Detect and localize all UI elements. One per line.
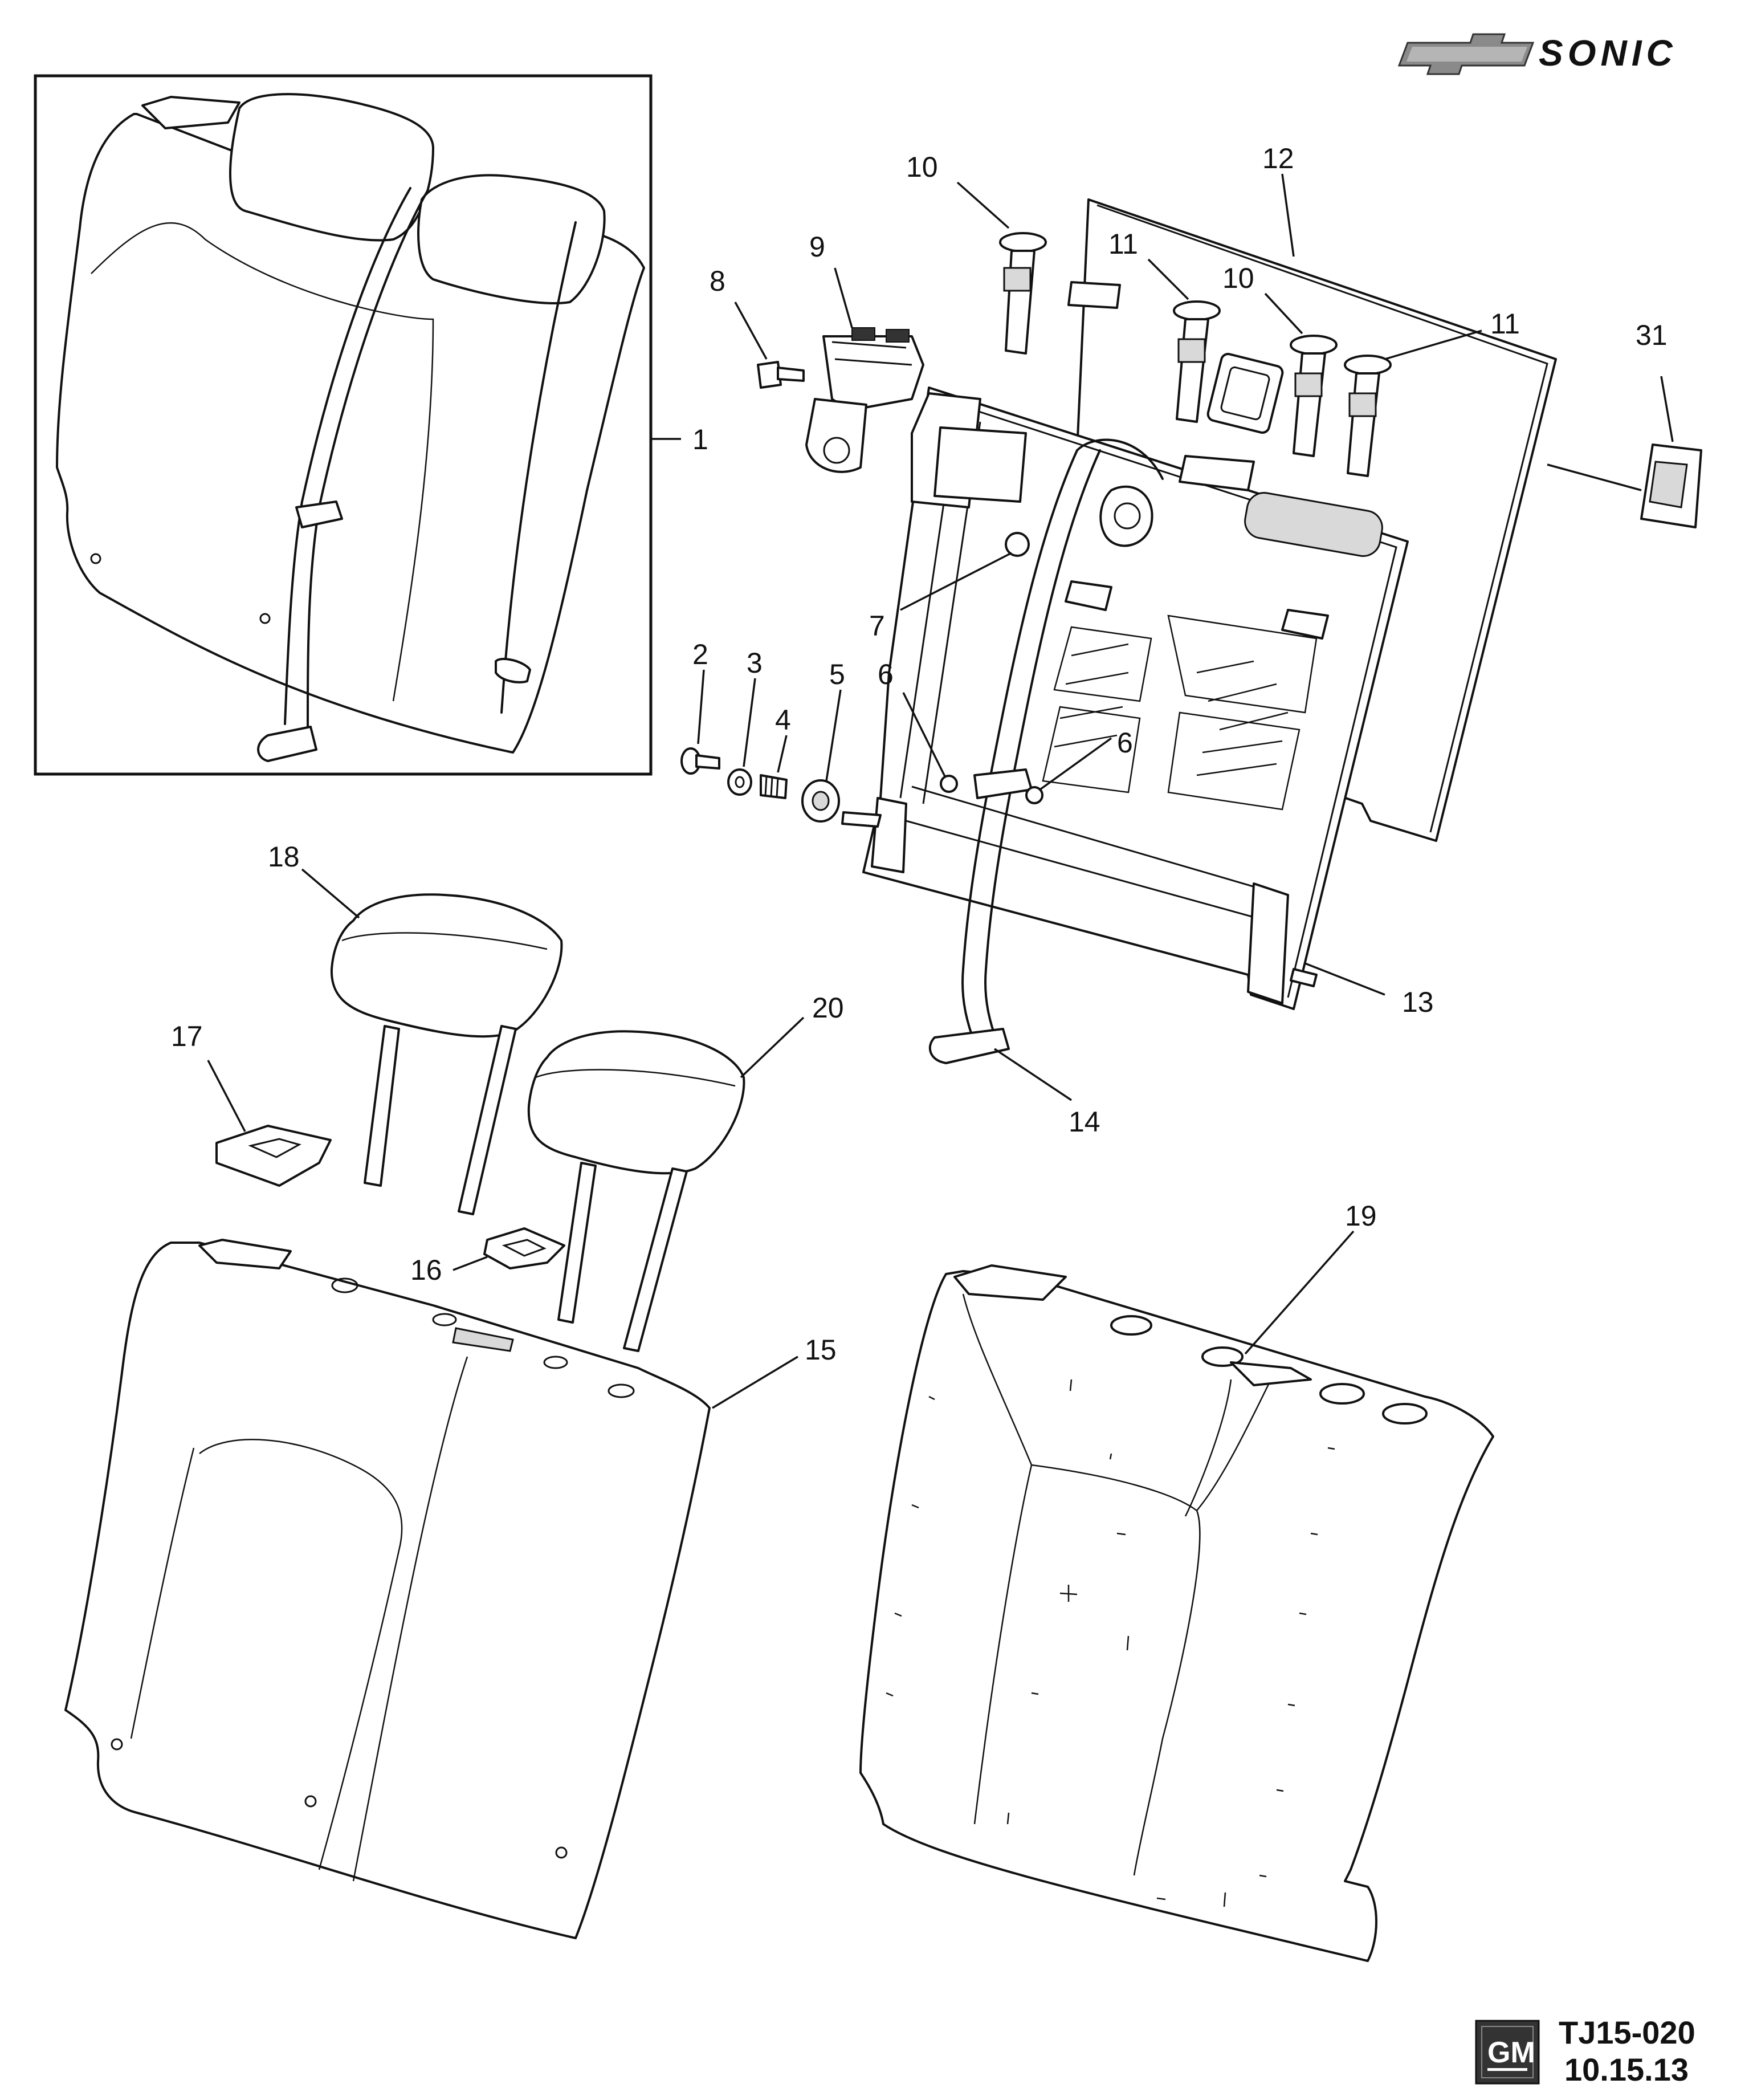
callout-5: 5: [829, 658, 845, 690]
brand-text: SONIC: [1539, 32, 1677, 74]
headrest-right: [527, 1030, 745, 1352]
seat-back-cover: [64, 1239, 711, 1939]
leader-3: [743, 678, 756, 767]
leader-6b: [1039, 737, 1112, 791]
gm-logo: GM: [1475, 2020, 1540, 2085]
leader-16: [712, 1356, 798, 1409]
bolt: [757, 361, 805, 389]
pivot-bolt: [680, 747, 720, 775]
belt-guide-clip-left: [940, 775, 958, 793]
clip: [1640, 443, 1702, 528]
headrest-bezel-outer: [215, 1125, 332, 1187]
seat-belt: [928, 438, 1164, 1064]
headrest-left: [330, 893, 563, 1215]
spring: [760, 774, 788, 799]
callout-6a: 6: [878, 658, 894, 690]
headrest-bezel-inner: [483, 1227, 565, 1269]
callout-1: 1: [692, 424, 708, 455]
chevrolet-bowtie-icon: [1397, 33, 1535, 75]
leader-11a: [1147, 258, 1189, 300]
callout-4: 4: [775, 704, 791, 736]
leader-6a: [902, 692, 946, 777]
callout-16: 15: [805, 1334, 837, 1366]
callout-2: 2: [692, 638, 708, 670]
leader-31: [1660, 376, 1674, 442]
callout-6b: 6: [1117, 727, 1133, 759]
leader-10a: [956, 181, 1010, 229]
leader-8: [734, 302, 768, 360]
leader-19: [301, 868, 360, 919]
seat-back-pad: [859, 1264, 1494, 1962]
callout-18: 17: [171, 1020, 203, 1052]
callout-31: 31: [1636, 319, 1668, 351]
callout-10a: 10: [906, 151, 938, 183]
headrest-guide-left-outer: [999, 232, 1047, 355]
callout-14: 14: [1069, 1106, 1100, 1138]
leader-15: [1244, 1230, 1355, 1355]
callout-20: 20: [812, 992, 844, 1024]
headrest-guide-right-outer: [1290, 335, 1338, 457]
diagram-date: 10.15.13: [1564, 2052, 1689, 2087]
leader-20: [740, 1016, 805, 1079]
leader-12: [1281, 173, 1295, 257]
callout-19: 18: [268, 841, 300, 873]
headrest-guide-right-inner: [1344, 355, 1392, 477]
gm-logo-text: GM: [1487, 2036, 1535, 2069]
callout-12: 12: [1262, 143, 1294, 174]
washer: [727, 768, 752, 796]
seat-back-assembly-inset: [34, 74, 653, 776]
grommet: [1005, 532, 1030, 557]
seat-latch: [805, 327, 924, 473]
leader-9: [834, 267, 853, 328]
callout-8: 8: [710, 265, 725, 297]
leader-17: [452, 1256, 488, 1271]
leader-10b: [1264, 292, 1303, 335]
leader-31b: [1547, 463, 1642, 491]
callout-13: 13: [1402, 986, 1434, 1018]
headrest-guide-left-inner: [1173, 300, 1221, 423]
callout-15: 19: [1345, 1200, 1377, 1232]
diagram-code: TJ15-020: [1559, 2014, 1695, 2050]
callout-3: 3: [747, 647, 763, 679]
bushing: [801, 779, 840, 823]
leader-4: [777, 735, 788, 773]
leader-2: [697, 669, 705, 744]
callout-7: 7: [869, 610, 885, 642]
leader-5: [825, 689, 842, 782]
leader-11b: [1384, 329, 1482, 360]
callout-11a: 11: [1108, 228, 1138, 260]
leader-14: [994, 1048, 1072, 1101]
callout-17: 16: [410, 1254, 442, 1286]
belt-guide-clip-right: [1025, 786, 1043, 804]
callout-10b: 10: [1222, 262, 1254, 294]
leader-18: [207, 1060, 246, 1132]
callout-9: 9: [809, 231, 825, 263]
leader-7: [900, 552, 1012, 611]
callout-11b: 11: [1490, 308, 1520, 340]
leader-13: [1304, 962, 1385, 996]
